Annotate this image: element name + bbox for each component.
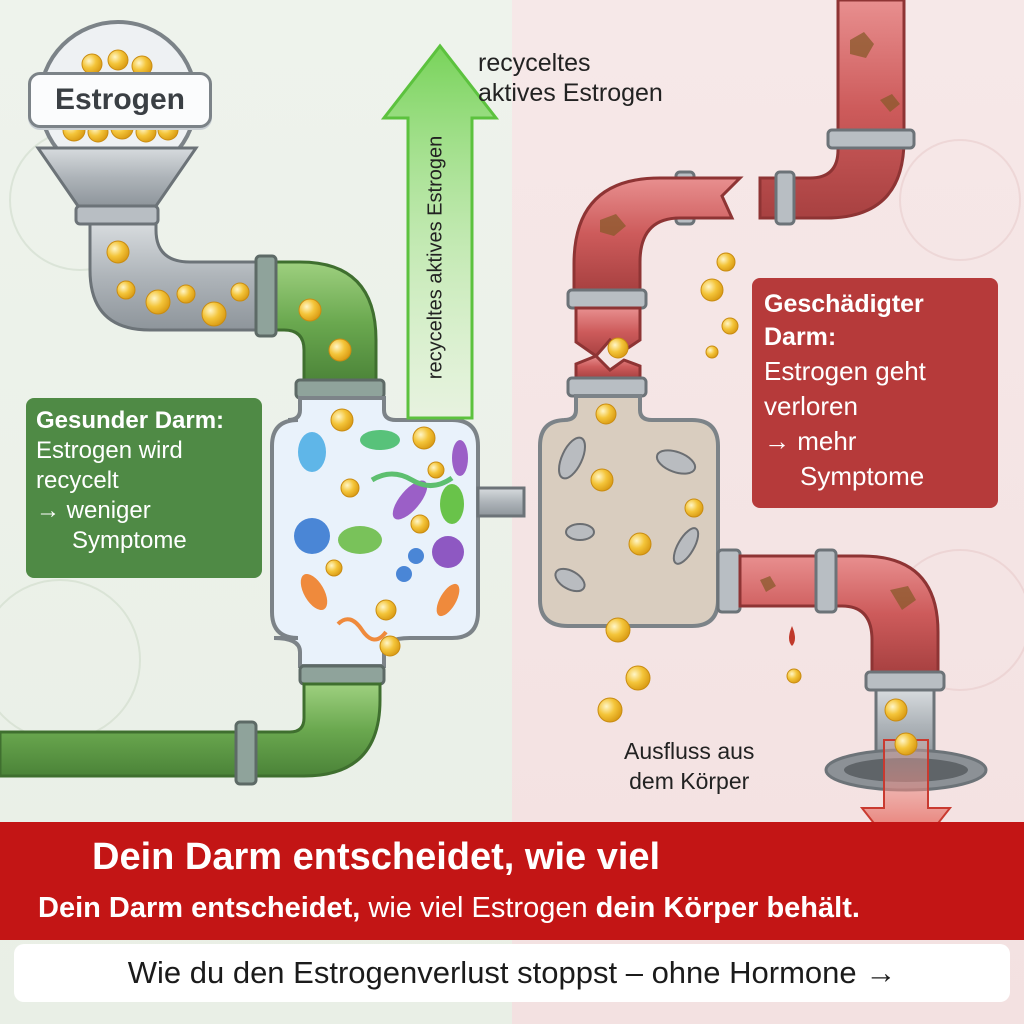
damaged-line1: Estrogen geht: [764, 356, 926, 386]
damaged-title-1: Geschädigter: [764, 290, 924, 318]
healthy-line1: Estrogen wird: [36, 437, 183, 464]
outflow-label: Ausfluss aus dem Körper: [624, 736, 754, 796]
damaged-line3: → mehr: [764, 426, 857, 456]
damaged-line4: Symptome: [800, 461, 925, 491]
arrow-label: recyceltes aktives Estrogen: [424, 135, 447, 380]
outflow-line1: Ausfluss aus: [624, 738, 755, 764]
green-upper-pipe: [260, 260, 378, 386]
healthy-gut-box: Gesunder Darm: Estrogen wird recycelt → …: [26, 398, 262, 578]
headline-banner: [0, 822, 1024, 940]
recycled-label-line2: aktives Estrogen: [478, 79, 663, 107]
damaged-title-2: Darm:: [764, 323, 837, 351]
subheadline: Dein Darm entscheidet, wie viel Estrogen…: [38, 892, 860, 925]
grey-inlet-pipe: [88, 222, 264, 332]
subheadline-part1: Dein Darm entscheidet,: [38, 892, 361, 924]
damaged-bacteria: [554, 436, 700, 593]
outflow-line2: dem Körper: [629, 768, 750, 794]
healthy-line2: recycelt: [36, 467, 119, 494]
headline: Dein Darm entscheidet, wie viel: [92, 836, 661, 878]
healthy-bacteria: [294, 430, 468, 642]
red-middle-pipe: [572, 176, 744, 292]
recycled-estrogen-label: recyceltes aktives Estrogen: [478, 48, 663, 108]
healthy-title: Gesunder Darm:: [36, 407, 225, 434]
red-outlet-pipe: [738, 554, 940, 674]
recycled-label-line1: recyceltes: [478, 49, 591, 77]
healthy-line3: → weniger: [36, 497, 151, 524]
subheadline-part2: wie viel Estrogen: [360, 892, 588, 924]
rust-patches: [600, 32, 916, 610]
damaged-gut-box: Geschädigter Darm: Estrogen geht verlore…: [752, 278, 998, 508]
subheadline-part3: dein Körper behält.: [587, 892, 860, 924]
damaged-line2: verloren: [764, 391, 858, 421]
chamber-connector: [476, 486, 526, 518]
estrogen-tag: Estrogen: [28, 72, 212, 128]
healthy-line4: Symptome: [72, 527, 187, 554]
green-lower-pipe: [0, 682, 382, 778]
recycle-arrow: [380, 43, 500, 420]
cta-button[interactable]: Wie du den Estrogenverlust stoppst – ohn…: [14, 944, 1010, 1002]
